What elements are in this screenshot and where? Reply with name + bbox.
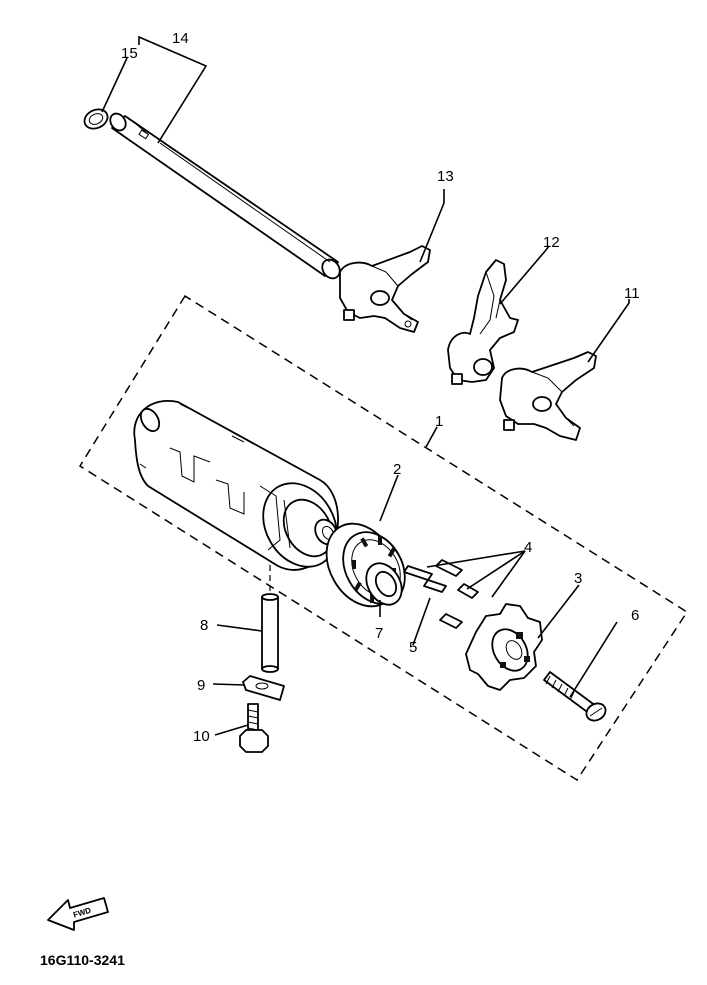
callout-2: 2: [393, 461, 401, 478]
callout-14: 14: [172, 30, 189, 47]
callout-12: 12: [543, 234, 560, 251]
dowel-pin-part[interactable]: [403, 565, 447, 593]
callout-3: 3: [574, 570, 582, 587]
circlip-part[interactable]: [81, 106, 110, 132]
fwd-arrow-icon: FWD: [47, 897, 109, 931]
shift-fork-13-part[interactable]: [339, 245, 431, 333]
callout-15: 15: [121, 45, 138, 62]
segment-collar-part[interactable]: [359, 557, 409, 611]
callout-labels: 14 15 13 12 11 1 2 4 3 6 7 5 8 9 10: [121, 30, 640, 745]
shift-segment-part[interactable]: [465, 603, 543, 691]
callout-8: 8: [200, 617, 208, 634]
pins-part[interactable]: [435, 559, 479, 629]
assembly-boundary: [78, 294, 689, 782]
callout-1: 1: [435, 413, 443, 430]
callout-9: 9: [197, 677, 205, 694]
callout-10: 10: [193, 728, 210, 745]
screw-part[interactable]: [543, 671, 609, 724]
guide-bar-part[interactable]: [107, 111, 343, 282]
callout-5: 5: [409, 639, 417, 656]
callout-7: 7: [375, 625, 383, 642]
callout-4: 4: [524, 539, 532, 556]
leader-lines: [101, 35, 630, 736]
shift-drum-part[interactable]: [133, 400, 351, 580]
bolt-10-part[interactable]: [239, 703, 269, 753]
pin-part[interactable]: [261, 593, 279, 673]
callout-13: 13: [437, 168, 454, 185]
drawing-code: 16G110-3241: [40, 952, 125, 968]
callout-6: 6: [631, 607, 639, 624]
shift-fork-12-part[interactable]: [447, 259, 519, 385]
shift-fork-11-part[interactable]: [499, 351, 597, 441]
lock-plate-part[interactable]: [242, 675, 285, 701]
callout-11: 11: [624, 285, 640, 302]
